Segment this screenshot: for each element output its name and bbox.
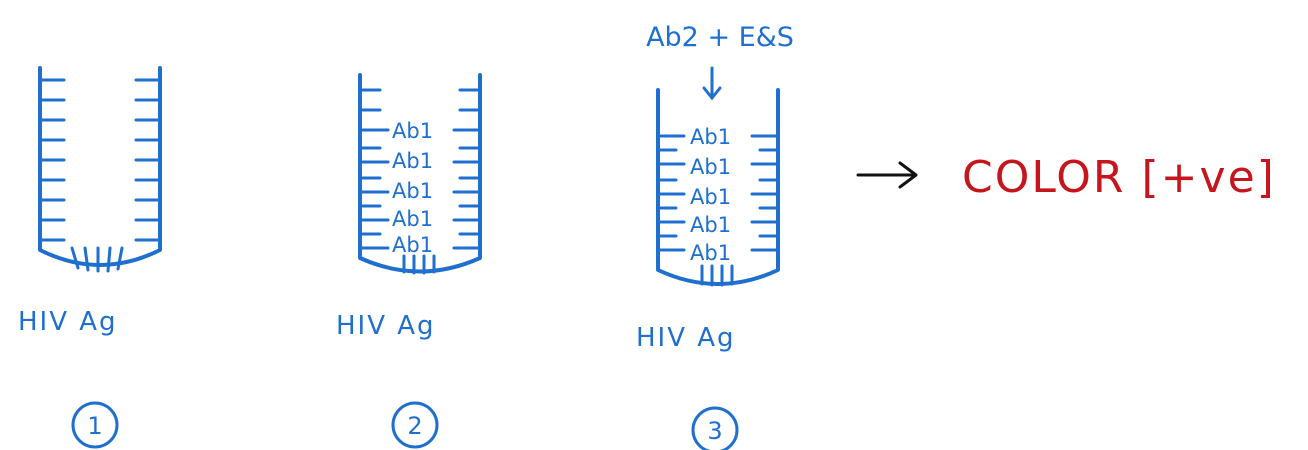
- well-3-layer-5: Ab1: [690, 241, 731, 265]
- well-3-layer-2: Ab1: [690, 155, 731, 179]
- well-2: Ab1 Ab1 Ab1 Ab1 Ab1 HIV Ag 2: [336, 73, 482, 449]
- well-3-layer-1: Ab1: [690, 125, 731, 149]
- well-1-number: 1: [87, 412, 102, 440]
- well-2-outline: [358, 73, 482, 274]
- reagent-arrow-icon: [702, 66, 722, 101]
- well-3-outline: [656, 88, 780, 286]
- well-1-antigen-ticks-bottom: [70, 246, 124, 273]
- well-2-left-ticks: [358, 88, 390, 250]
- well-3-layer-4: Ab1: [690, 213, 731, 237]
- well-2-layer-4: Ab1: [392, 207, 433, 231]
- well-2-antigen-ticks-bottom: [402, 254, 436, 275]
- well-2-label: HIV Ag: [336, 311, 436, 341]
- well-3-left-ticks: [656, 134, 686, 252]
- added-reagent-label: Ab2 + E&S: [646, 22, 794, 53]
- well-2-number-circle: [391, 401, 439, 449]
- well-3: Ab2 + E&S Ab1 Ab1: [636, 22, 794, 450]
- well-3-number-circle: [691, 406, 739, 450]
- well-1-outline: [38, 66, 162, 267]
- well-1: HIV Ag 1: [18, 66, 162, 449]
- well-1-antigen-ticks-right: [134, 78, 162, 242]
- well-1-label: HIV Ag: [18, 307, 118, 337]
- well-3-number: 3: [707, 417, 722, 445]
- well-1-number-circle: [71, 401, 119, 449]
- result-arrow-icon: [856, 161, 918, 189]
- well-2-right-ticks: [452, 88, 482, 250]
- well-1-antigen-ticks-left: [38, 78, 66, 242]
- well-3-label: HIV Ag: [636, 323, 736, 353]
- result-group: COLOR [+ve]: [856, 152, 1276, 203]
- well-2-layer-1: Ab1: [392, 119, 433, 143]
- well-2-layer-3: Ab1: [392, 179, 433, 203]
- well-2-layer-5: Ab1: [392, 233, 433, 257]
- well-2-layer-2: Ab1: [392, 149, 433, 173]
- well-2-number: 2: [407, 412, 422, 440]
- well-3-antigen-ticks-bottom: [700, 264, 734, 287]
- result-text: COLOR [+ve]: [962, 152, 1276, 203]
- well-3-right-ticks: [750, 134, 780, 252]
- well-3-layer-3: Ab1: [690, 185, 731, 209]
